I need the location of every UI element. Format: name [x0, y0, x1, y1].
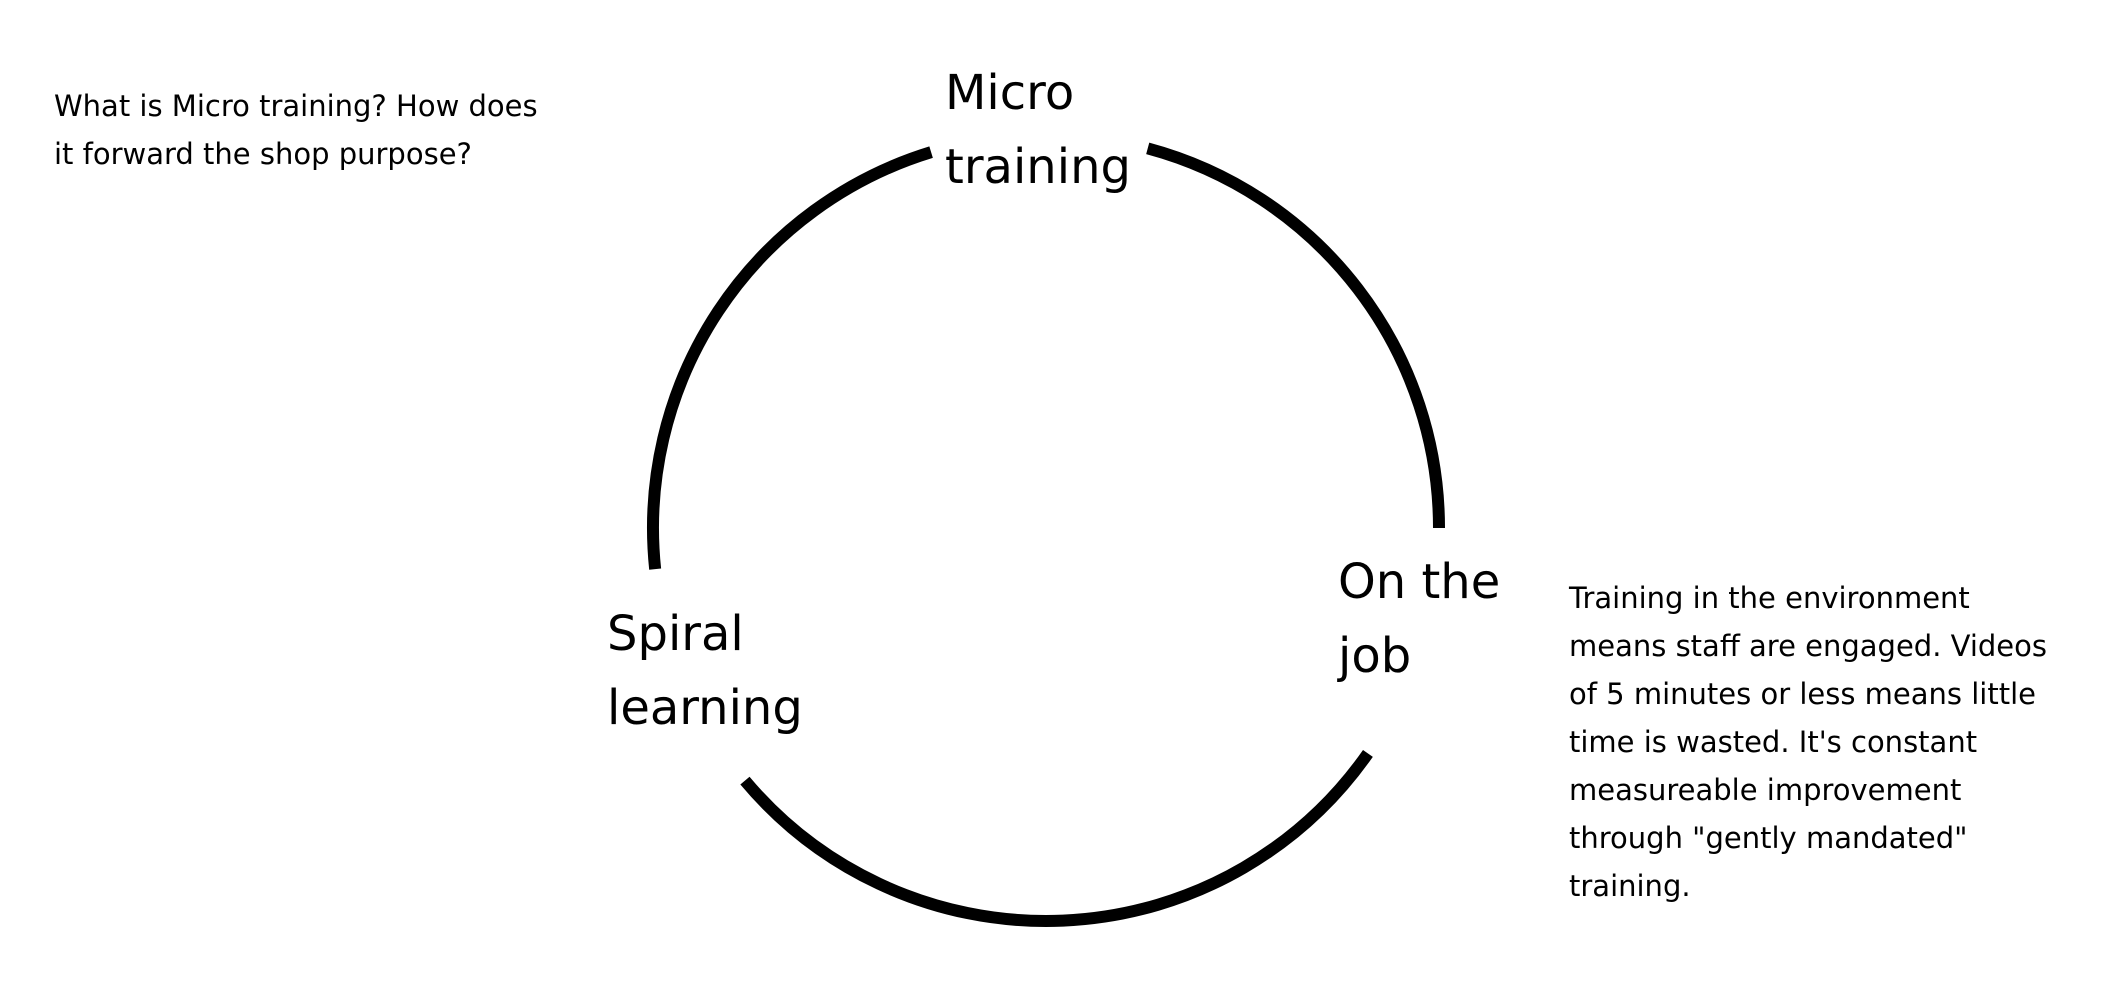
explanation-line: measureable improvement: [1569, 773, 1962, 807]
stage-label-micro-training: Micro training: [945, 56, 1131, 204]
explanation-line: time is wasted. It's constant: [1569, 725, 1978, 759]
cycle-arc-job-to-spiral: [740, 749, 1373, 928]
stage-label-line: learning: [607, 680, 803, 736]
question-line: What is Micro training? How does: [54, 89, 538, 123]
cycle-arc-spiral-to-micro: [647, 146, 933, 570]
stage-label-line: Micro: [945, 65, 1075, 121]
cycle-arc-micro-to-job: [1146, 142, 1445, 529]
stage-label-spiral-learning: Spiral learning: [607, 597, 803, 745]
explanation-line: of 5 minutes or less means little: [1569, 677, 2036, 711]
explanation-line: through "gently mandated": [1569, 821, 1968, 855]
stage-label-line: training: [945, 139, 1131, 195]
explanation-line: Training in the environment: [1569, 581, 1970, 615]
stage-label-line: On the: [1338, 554, 1501, 610]
stage-label-line: job: [1338, 628, 1412, 684]
stage-label-on-the-job: On the job: [1338, 545, 1500, 693]
stage-label-line: Spiral: [607, 606, 744, 662]
explanation-note: Training in the environment means staff …: [1569, 574, 2047, 910]
explanation-line: training.: [1569, 869, 1691, 903]
question-line: it forward the shop purpose?: [54, 137, 472, 171]
explanation-line: means staff are engaged. Videos: [1569, 629, 2047, 663]
question-note: What is Micro training? How does it forw…: [54, 82, 538, 178]
